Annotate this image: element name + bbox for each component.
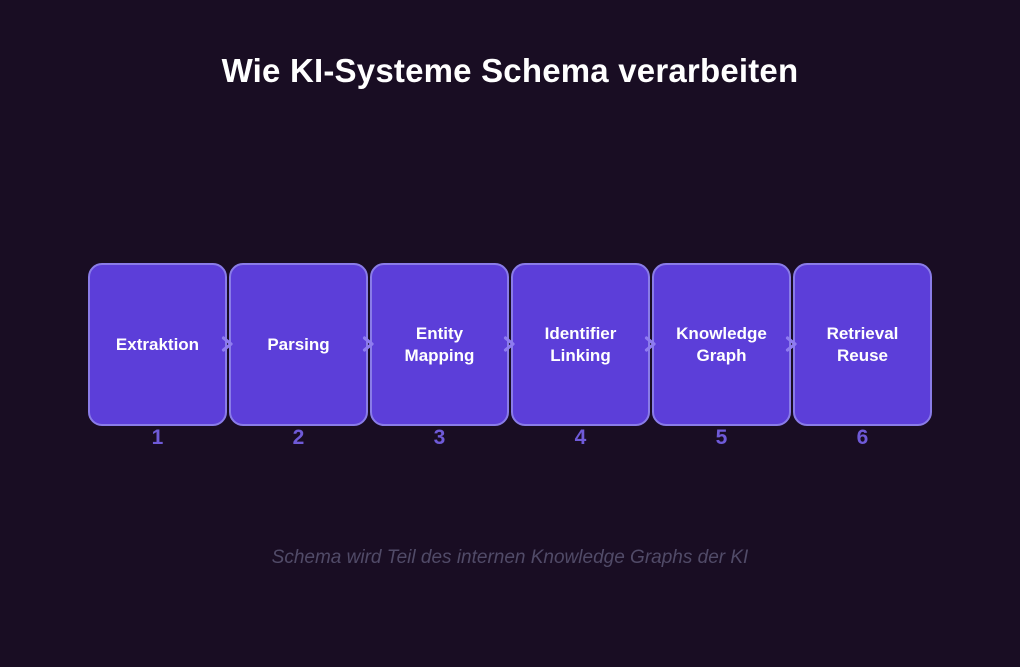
step-label: Knowledge Graph bbox=[676, 324, 767, 365]
step-number: 1 bbox=[151, 426, 164, 449]
step-number: 6 bbox=[856, 426, 869, 449]
step-box-knowledge-graph: Knowledge Graph bbox=[652, 263, 791, 426]
step-box-entity-mapping: Entity Mapping bbox=[370, 263, 509, 426]
step-number: 4 bbox=[574, 426, 587, 449]
arrow-right-icon bbox=[359, 335, 377, 353]
caption: Schema wird Teil des internen Knowledge … bbox=[271, 547, 749, 568]
step-box-extraktion: Extraktion bbox=[88, 263, 227, 426]
step-label: Extraktion bbox=[115, 334, 200, 354]
step-label: Parsing bbox=[267, 334, 330, 354]
arrow-right-icon bbox=[782, 335, 800, 353]
arrow-right-icon bbox=[218, 335, 236, 353]
step-box-retrieval-reuse: Retrieval Reuse bbox=[793, 263, 932, 426]
step-label: Identifier Linking bbox=[544, 324, 617, 365]
arrow-right-icon bbox=[500, 335, 518, 353]
step-number: 3 bbox=[433, 426, 446, 449]
step-numbers-row: 1 2 3 4 5 6 bbox=[88, 426, 932, 450]
step-number: 5 bbox=[715, 426, 728, 449]
step-box-identifier-linking: Identifier Linking bbox=[511, 263, 650, 426]
process-flow: Extraktion Parsing Entity Mapping Identi… bbox=[88, 263, 932, 426]
arrow-right-icon bbox=[641, 335, 659, 353]
step-box-parsing: Parsing bbox=[229, 263, 368, 426]
step-label: Entity Mapping bbox=[404, 324, 475, 365]
step-number: 2 bbox=[292, 426, 305, 449]
step-label: Retrieval Reuse bbox=[826, 324, 899, 365]
page-title: Wie KI-Systeme Schema verarbeiten bbox=[221, 52, 799, 89]
